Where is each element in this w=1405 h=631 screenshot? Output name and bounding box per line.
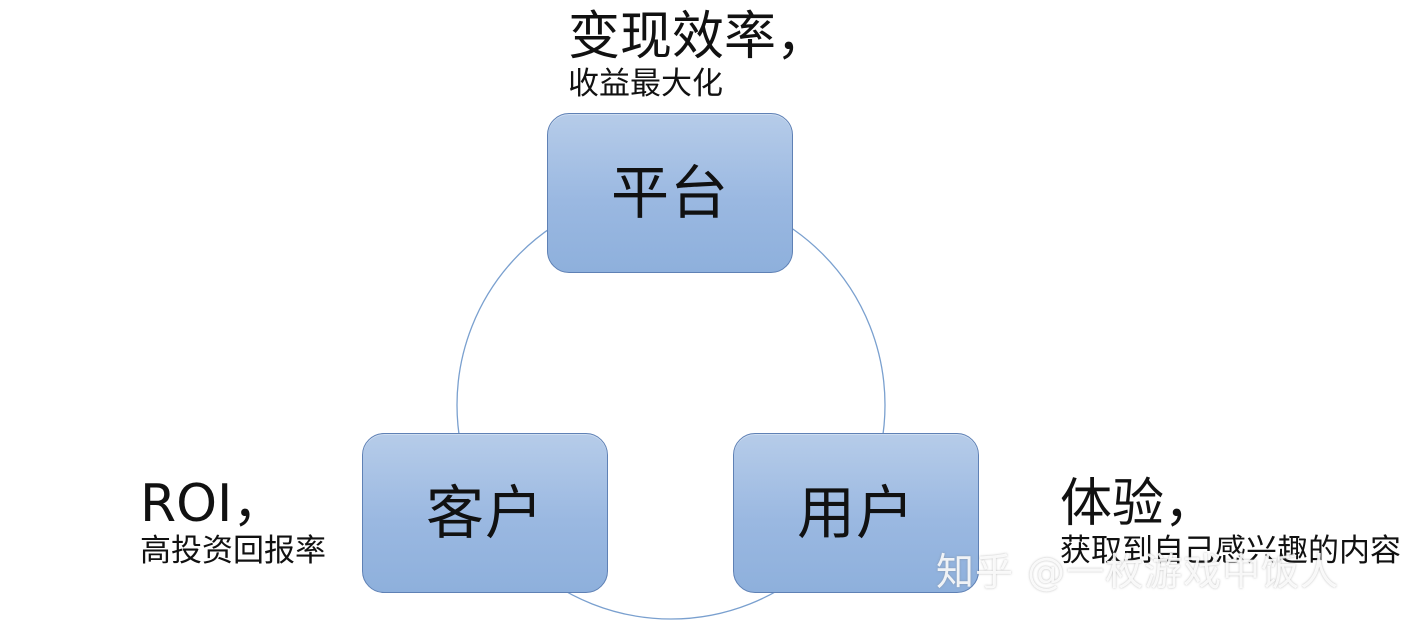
client-annotation-body: 高投资回报率	[140, 533, 326, 569]
client-annotation: ROI， 高投资回报率	[140, 475, 326, 569]
client-annotation-title: ROI，	[140, 474, 285, 534]
user-node: 用户	[733, 433, 979, 593]
user-node-label: 用户	[796, 479, 915, 547]
user-annotation: 体验， 获取到自己感兴趣的内容	[1060, 475, 1401, 569]
platform-annotation-title: 变现效率，	[568, 7, 829, 67]
user-annotation-body: 获取到自己感兴趣的内容	[1060, 533, 1401, 569]
platform-annotation: 变现效率， 收益最大化	[568, 8, 828, 102]
platform-annotation-body: 收益最大化	[568, 66, 723, 102]
platform-node: 平台	[547, 113, 793, 273]
client-node-label: 客户	[425, 479, 544, 547]
watermark-text: 知乎 @一枚游戏中饭人	[936, 550, 1340, 594]
client-node: 客户	[362, 433, 608, 593]
platform-node-label: 平台	[610, 159, 729, 227]
user-annotation-title: 体验，	[1060, 474, 1217, 534]
